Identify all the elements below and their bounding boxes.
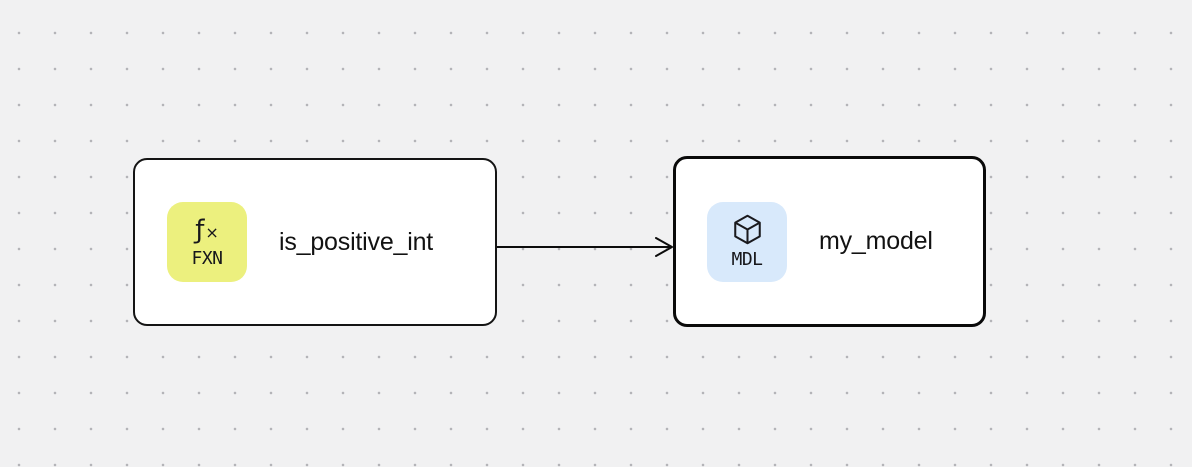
node-my-model[interactable]: MDL my_model xyxy=(673,156,986,327)
function-badge: ƒ × FXN xyxy=(167,202,247,282)
node-type-tag: FXN xyxy=(191,247,223,269)
node-is-positive-int[interactable]: ƒ × FXN is_positive_int xyxy=(133,158,497,326)
node-label: my_model xyxy=(819,227,933,255)
node-label: is_positive_int xyxy=(279,227,434,256)
node-type-tag: MDL xyxy=(731,249,763,270)
edge-arrow[interactable] xyxy=(490,229,690,265)
arrowhead-icon xyxy=(655,237,673,257)
function-glyph-x: × xyxy=(205,222,219,242)
function-glyph-f: ƒ xyxy=(195,214,205,245)
function-icon: ƒ × xyxy=(195,214,219,246)
model-badge: MDL xyxy=(707,201,787,282)
bottom-panel-edge xyxy=(0,467,1192,472)
cube-icon xyxy=(730,211,765,247)
